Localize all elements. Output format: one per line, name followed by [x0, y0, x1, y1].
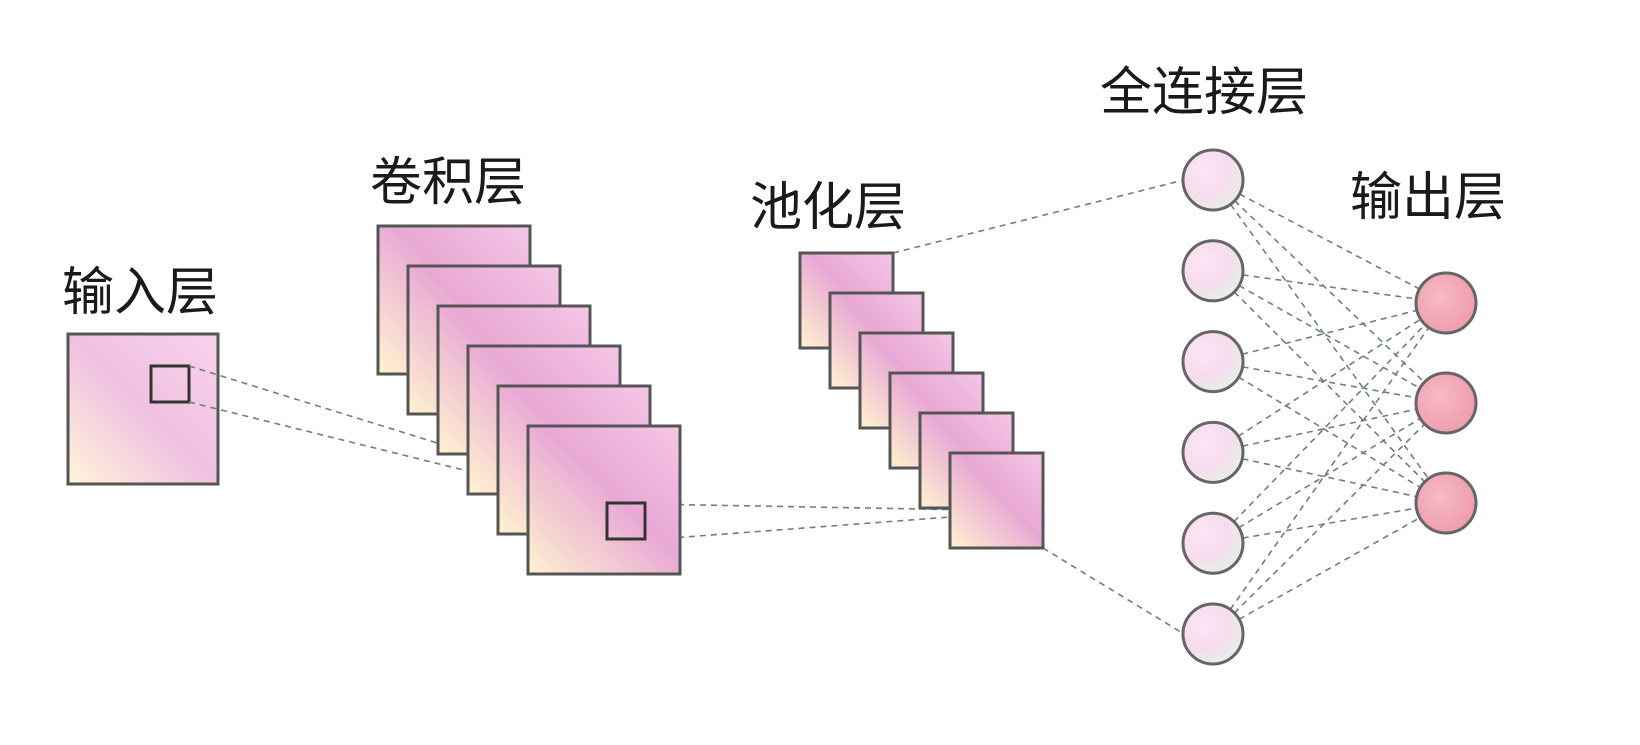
pool-layer — [798, 251, 1045, 550]
fc-output-edge — [1238, 517, 1421, 620]
fc-output-edge — [1239, 193, 1420, 290]
conv-receptive-field — [605, 501, 647, 541]
output-neuron — [1414, 371, 1478, 435]
fc-neuron — [1181, 602, 1245, 666]
conv-layer — [376, 224, 682, 576]
output-neuron — [1414, 471, 1478, 535]
input-receptive-field — [149, 364, 191, 404]
fc-output-edge — [1242, 457, 1417, 498]
input-layer — [66, 332, 220, 486]
fc-output-edge — [1229, 327, 1430, 610]
output-layer-label: 输出层 — [1350, 168, 1506, 228]
input-image — [66, 332, 220, 486]
fc-neuron — [1181, 420, 1245, 484]
fc-output-edge — [1238, 284, 1421, 389]
fc-output-edge — [1242, 408, 1417, 447]
connections — [188, 179, 1430, 635]
input-layer-label: 输入层 — [62, 263, 218, 323]
fc-output-edge — [1242, 507, 1417, 539]
fc-neuron — [1181, 511, 1245, 575]
fc-output-edge — [1241, 309, 1418, 356]
fc-output-edge — [1242, 274, 1417, 300]
fc-neuron — [1181, 239, 1245, 303]
fc-output-mesh — [1229, 193, 1430, 620]
fc-output-edge — [1237, 318, 1422, 437]
fc-output-edge — [1233, 323, 1426, 523]
conv-layer-label: 卷积层 — [370, 153, 526, 213]
fc-output-edge — [1238, 376, 1421, 489]
fc-output-edge — [1233, 291, 1426, 483]
pool-layer-label: 池化层 — [750, 178, 906, 238]
output-layer — [1414, 271, 1478, 535]
fc-neuron — [1181, 330, 1245, 394]
conn-pool-fc-bottom — [1042, 547, 1185, 635]
fc-output-edge — [1233, 423, 1426, 614]
fc-output-edge — [1238, 417, 1421, 529]
pool-feature-map — [948, 451, 1045, 550]
output-neuron — [1414, 271, 1478, 335]
conn-pool-fc-top — [892, 179, 1185, 254]
conv-feature-map — [526, 424, 682, 576]
fc-output-edge — [1242, 366, 1417, 399]
fc-neuron — [1181, 148, 1245, 212]
fc-layer-label: 全连接层 — [1100, 63, 1308, 123]
fc-output-edge — [1229, 203, 1430, 480]
fc-layer — [1181, 148, 1245, 666]
